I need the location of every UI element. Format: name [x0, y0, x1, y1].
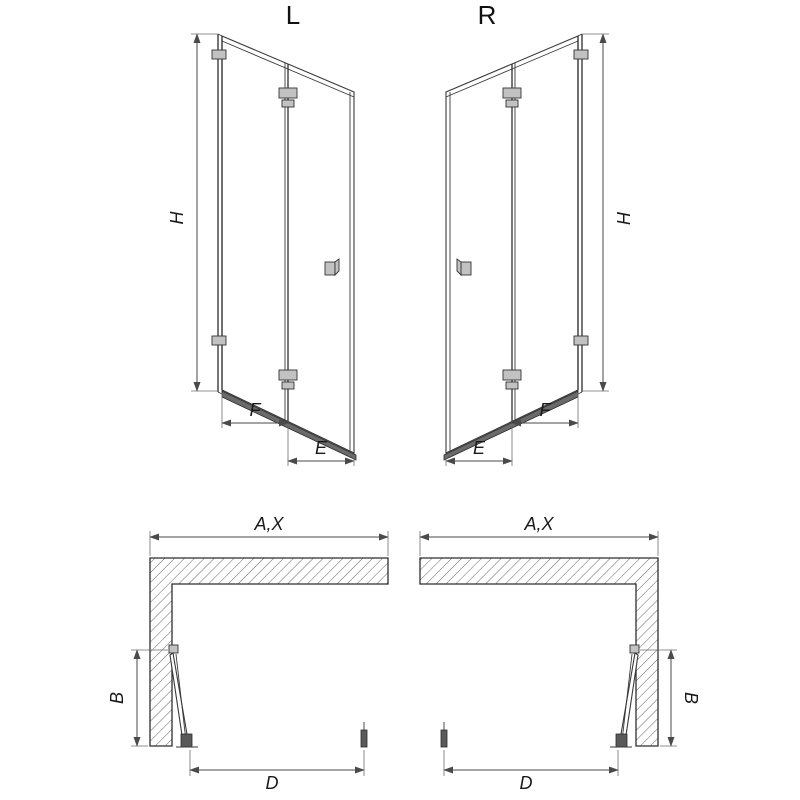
- hinges-right-view: [502, 49, 589, 390]
- dim-label-f-left: F: [250, 400, 262, 420]
- plan-view-right: A,X B D: [419, 514, 701, 793]
- dim-label-ax-right: A,X: [523, 514, 554, 534]
- dim-label-b-right: B: [681, 692, 701, 704]
- front-view-right: R H: [443, 0, 633, 466]
- dim-label-h-right: H: [613, 212, 633, 226]
- hinges-left-view: [211, 49, 298, 390]
- dim-height-left: H: [167, 33, 218, 392]
- wall-plan-left: [149, 557, 389, 747]
- dim-ax-left: A,X: [149, 514, 389, 556]
- dim-b-left: B: [107, 649, 168, 747]
- door-glass-right-view: [445, 33, 583, 454]
- door-glass-left-view: [217, 33, 355, 454]
- view-label-left: L: [286, 0, 300, 30]
- handle-left-view: [324, 258, 340, 277]
- dim-fe-left: F E: [221, 393, 355, 466]
- plan-view-left: A,X B D: [107, 514, 389, 793]
- folded-door-plan-right: [440, 644, 640, 748]
- dim-label-e-left: E: [315, 438, 328, 458]
- dim-label-e-right: E: [473, 438, 486, 458]
- dim-d-left: D: [189, 750, 365, 793]
- wall-plan-right: [419, 557, 659, 747]
- dim-label-b-left: B: [107, 692, 127, 704]
- folded-door-plan-left: [168, 644, 368, 748]
- dim-d-right: D: [443, 750, 619, 793]
- dim-label-ax-left: A,X: [253, 514, 284, 534]
- dim-label-d-right: D: [520, 773, 533, 793]
- dim-fe-right: F E: [445, 393, 579, 466]
- handle-right-view: [456, 258, 472, 277]
- front-view-left: L: [167, 0, 357, 466]
- dim-label-h-left: H: [167, 211, 187, 225]
- dim-height-right: H: [582, 33, 633, 392]
- dim-label-f-right: F: [540, 400, 552, 420]
- dim-b-right: B: [640, 649, 701, 747]
- view-label-right: R: [478, 0, 497, 30]
- dim-label-d-left: D: [266, 773, 279, 793]
- dim-ax-right: A,X: [419, 514, 659, 556]
